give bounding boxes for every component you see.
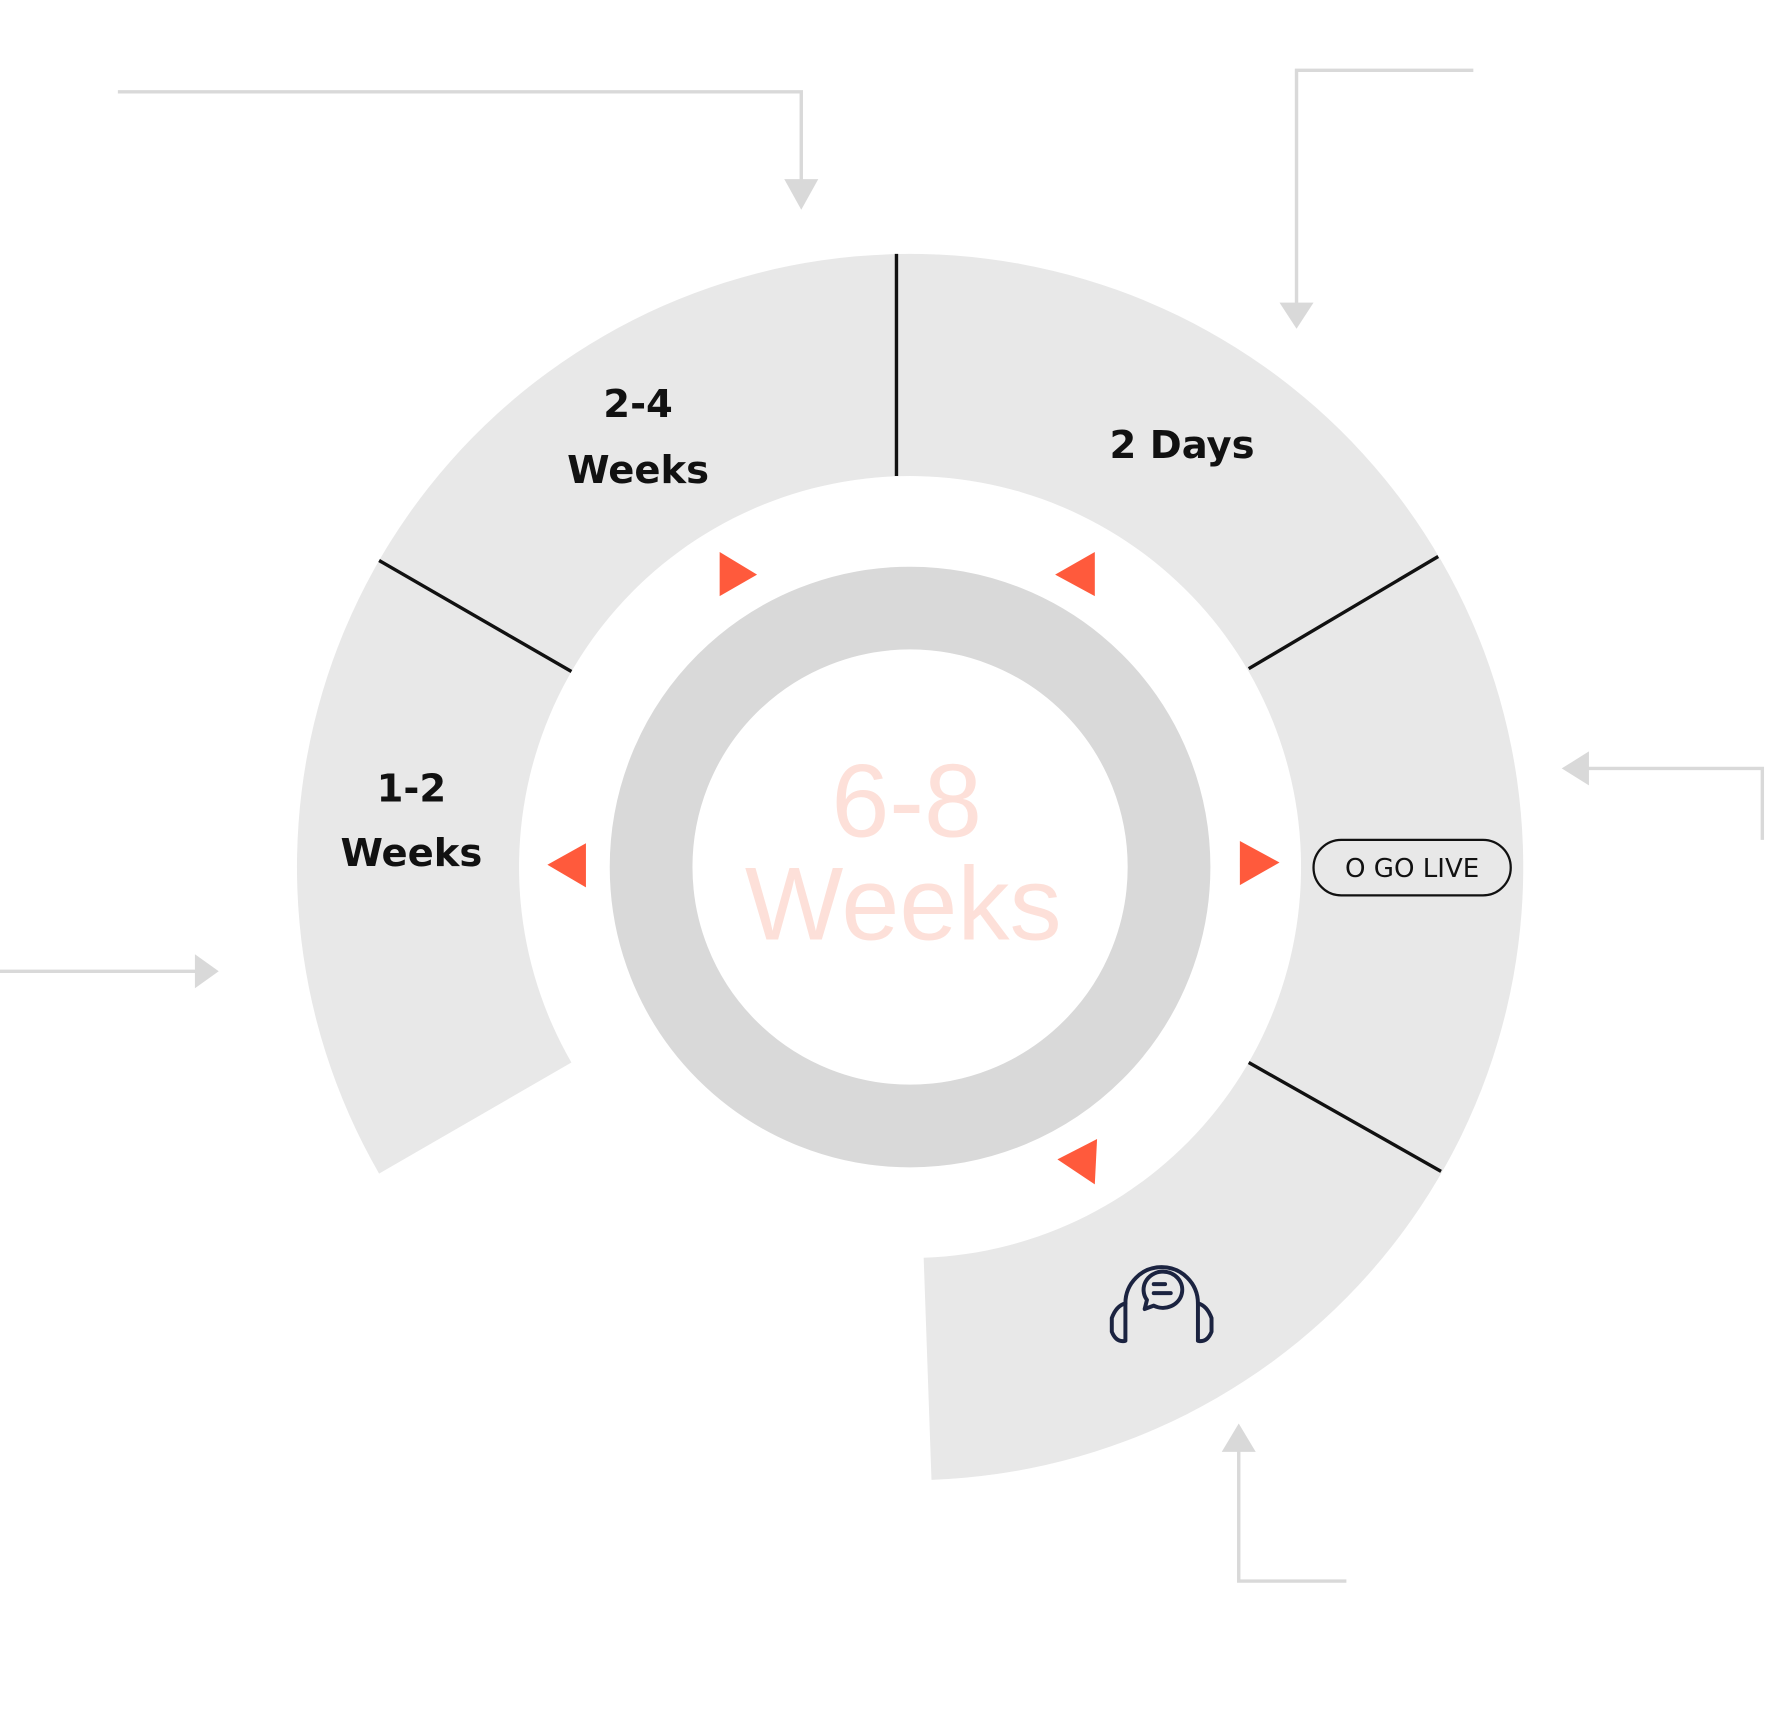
- arrow-up-icon: [1221, 1423, 1256, 1452]
- segment-divider: [1247, 1061, 1442, 1173]
- segment-label-1-2-weeks: 1-2: [377, 766, 447, 811]
- go-live-label: O GO LIVE: [1345, 854, 1479, 884]
- segment-label-1-2-weeks: Weeks: [340, 831, 482, 876]
- segment-divider: [378, 558, 573, 674]
- direction-arrow-icon: [1055, 551, 1095, 597]
- direction-arrow-icon: [547, 843, 586, 888]
- segment-label-2-days: 2 Days: [1110, 423, 1255, 468]
- go-live-button[interactable]: O GO LIVE: [1312, 838, 1512, 897]
- arrow-down-icon: [1279, 302, 1314, 329]
- direction-arrow-icon: [719, 551, 758, 597]
- direction-arrow-icon: [1057, 1139, 1098, 1185]
- connector-top-right: [1279, 68, 1474, 329]
- direction-arrow-icon: [1239, 840, 1280, 886]
- connector-bottom: [1221, 1423, 1347, 1583]
- headset-chat-icon: [1109, 1265, 1214, 1344]
- arrow-left-icon: [1561, 751, 1589, 786]
- center-duration: 6-8: [831, 743, 982, 859]
- connector-top-left: [117, 90, 819, 210]
- center-duration-unit: Weeks: [745, 847, 1062, 963]
- segment-divider: [1247, 555, 1440, 671]
- segment-label-2-4-weeks: 2-4: [603, 382, 673, 427]
- arrow-down-icon: [784, 179, 819, 210]
- segment-label-2-4-weeks: Weeks: [567, 448, 709, 493]
- inner-ring: [609, 566, 1211, 1168]
- arrow-right-icon: [194, 954, 219, 989]
- outer-ring: [296, 253, 1524, 1480]
- connector-left: [0, 954, 219, 989]
- connector-right: [1561, 751, 1765, 840]
